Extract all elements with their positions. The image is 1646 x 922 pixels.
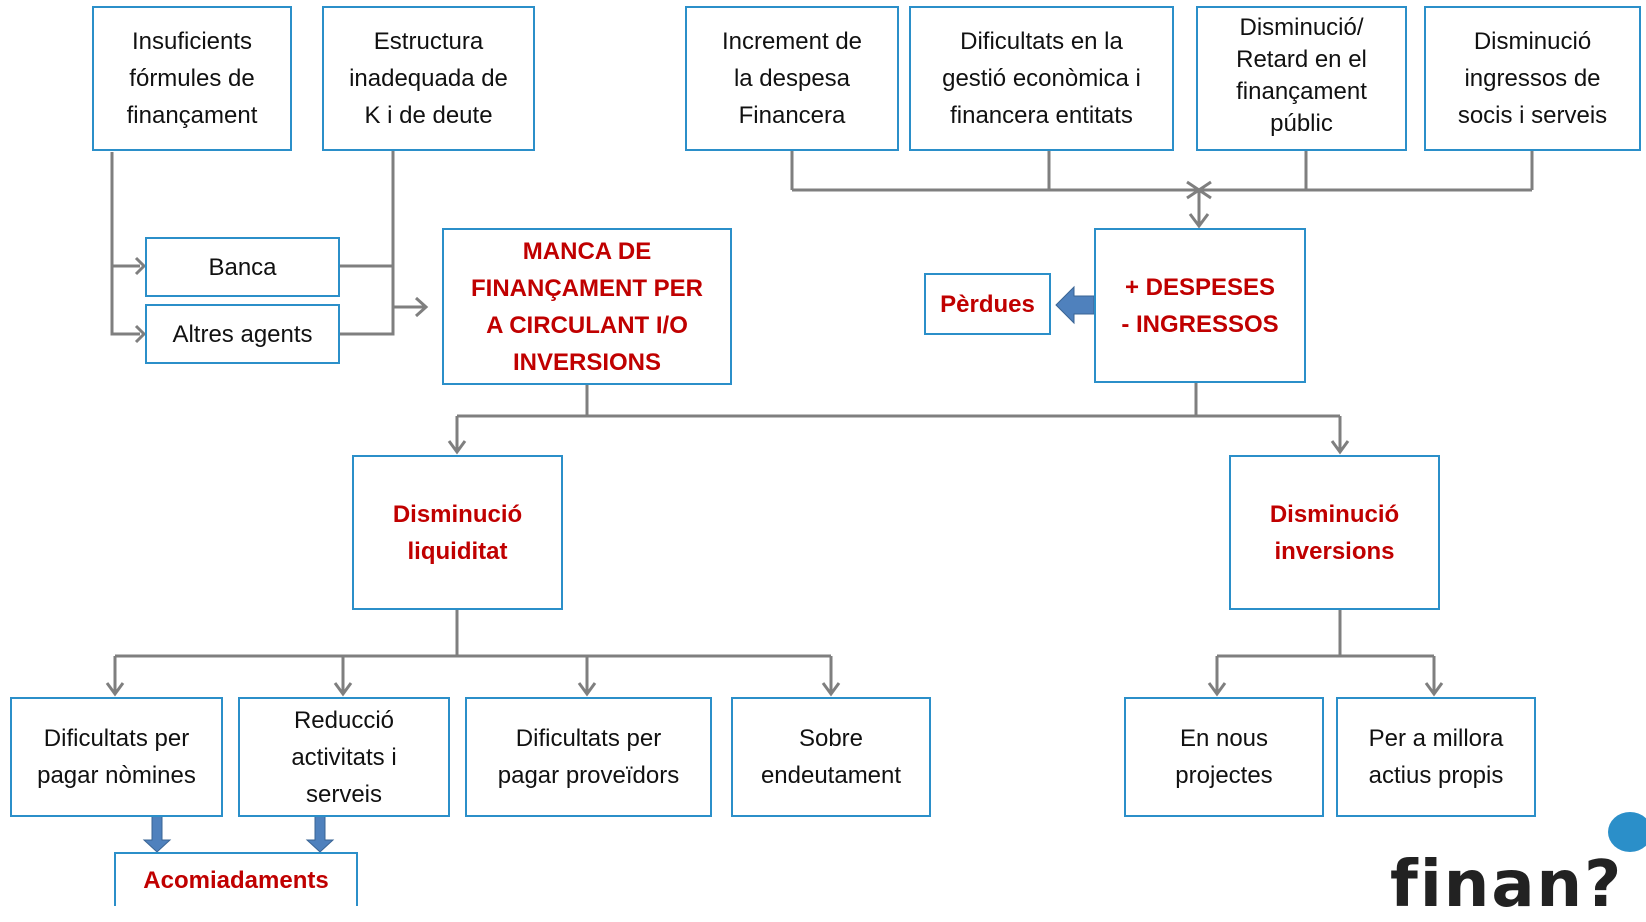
box-perdues: Pèrdues [924, 273, 1051, 335]
box-nous-projectes: En nous projectes [1124, 697, 1324, 817]
box-disminucio-inversions: Disminució inversions [1229, 455, 1440, 610]
box-despeses-ingressos: + DESPESES - INGRESSOS [1094, 228, 1306, 383]
box-sobre-endeutament: Sobre endeutament [731, 697, 931, 817]
box-altres-agents: Altres agents [145, 304, 340, 364]
box-millora-actius: Per a millora actius propis [1336, 697, 1536, 817]
box-disminucio-liquiditat: Disminució liquiditat [352, 455, 563, 610]
brand-logo: finan? [1390, 848, 1624, 922]
box-disminucio-ingressos: Disminució ingressos de socis i serveis [1424, 6, 1641, 151]
box-dificultats-gestio: Dificultats en la gestió econòmica i fin… [909, 6, 1174, 151]
box-manca-financament: MANCA DE FINANÇAMENT PER A CIRCULANT I/O… [442, 228, 732, 385]
box-increment-despesa: Increment de la despesa Financera [685, 6, 899, 151]
logo-dot-icon [1608, 812, 1646, 852]
box-estructura-inadequada: Estructura inadequada de K i de deute [322, 6, 535, 151]
box-acomiadaments: Acomiadaments [114, 852, 358, 906]
box-banca: Banca [145, 237, 340, 297]
box-reduccio-activitats: Reducció activitats i serveis [238, 697, 450, 817]
box-dificultats-nomines: Dificultats per pagar nòmines [10, 697, 223, 817]
box-insuficients-formules: Insuficients fórmules de finançament [92, 6, 292, 151]
box-retard-financament: Disminució/ Retard en el finançament púb… [1196, 6, 1407, 151]
box-dificultats-proveidors: Dificultats per pagar proveïdors [465, 697, 712, 817]
